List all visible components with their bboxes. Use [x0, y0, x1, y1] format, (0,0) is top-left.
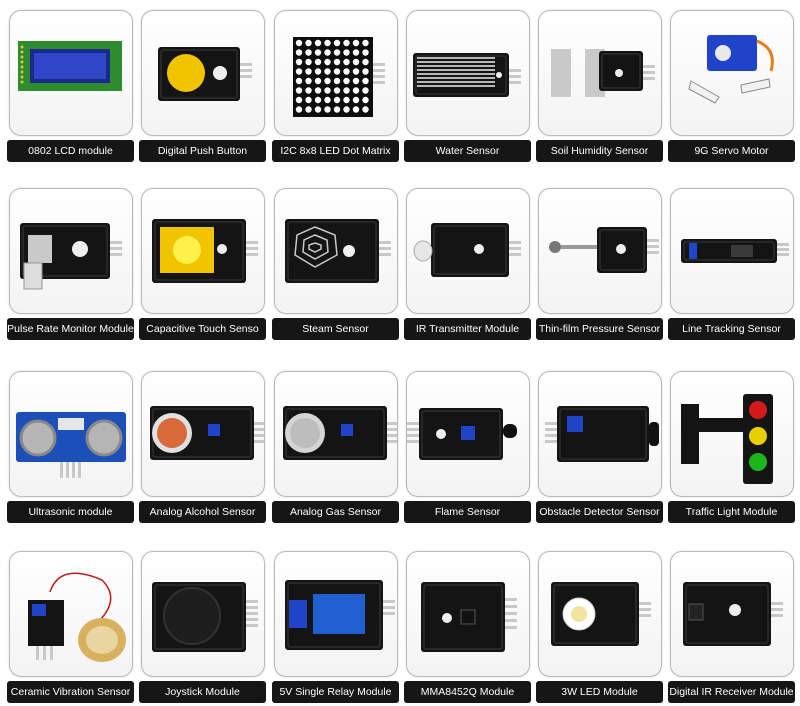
module-card-ultra: Ultrasonic module: [7, 366, 134, 526]
water-image: [406, 10, 530, 136]
traffic-label: Traffic Light Module: [668, 501, 795, 523]
touch-photo-icon: [152, 219, 258, 283]
soil-image: [538, 10, 662, 136]
joystick-image: [141, 551, 265, 677]
lcd-label: 0802 LCD module: [7, 140, 134, 162]
module-card-alcohol: Analog Alcohol Sensor: [139, 366, 266, 526]
servo-image: [670, 10, 794, 136]
module-card-line: Line Tracking Sensor: [668, 183, 795, 343]
led3w-label: 3W LED Module: [536, 681, 663, 703]
relay-image: [274, 551, 398, 677]
soil-label: Soil Humidity Sensor: [536, 140, 663, 162]
obstacle-label: Obstacle Detector Sensor: [536, 501, 663, 523]
pressure-label: Thin-film Pressure Sensor: [536, 318, 663, 340]
obstacle-photo-icon: [545, 406, 659, 462]
mma-label: MMA8452Q Module: [404, 681, 531, 703]
flame-photo-icon: [407, 408, 517, 460]
water-label: Water Sensor: [404, 140, 531, 162]
matrix-label: I2C 8x8 LED Dot Matrix: [272, 140, 399, 162]
module-card-vibration: Ceramic Vibration Sensor: [7, 546, 134, 706]
alcohol-photo-icon: [150, 406, 264, 460]
vibration-label: Ceramic Vibration Sensor: [7, 681, 134, 703]
flame-image: [406, 371, 530, 497]
ultra-image: [9, 371, 133, 497]
line-image: [670, 188, 794, 314]
servo-label: 9G Servo Motor: [668, 140, 795, 162]
alcohol-label: Analog Alcohol Sensor: [139, 501, 266, 523]
irrx-label: Digital IR Receiver Module: [668, 681, 795, 703]
module-card-traffic: Traffic Light Module: [668, 366, 795, 526]
pulse-photo-icon: [20, 223, 122, 290]
flame-label: Flame Sensor: [404, 501, 531, 523]
traffic-image: [670, 371, 794, 497]
relay-label: 5V Single Relay Module: [272, 681, 399, 703]
servo-photo-icon: [688, 35, 774, 104]
ultra-label: Ultrasonic module: [7, 501, 134, 523]
matrix-image: [274, 10, 398, 136]
module-card-flame: Flame Sensor: [404, 366, 531, 526]
module-card-steam: Steam Sensor: [272, 183, 399, 343]
module-card-soil: Soil Humidity Sensor: [536, 5, 663, 165]
button-label: Digital Push Button: [139, 140, 266, 162]
irtx-image: [406, 188, 530, 314]
module-card-pressure: Thin-film Pressure Sensor: [536, 183, 663, 343]
ultra-photo-icon: [16, 412, 126, 478]
module-card-gas: Analog Gas Sensor: [272, 366, 399, 526]
pulse-label: Pulse Rate Monitor Module: [7, 318, 134, 340]
lcd-photo-icon: [18, 41, 122, 91]
traffic-photo-icon: [681, 394, 773, 484]
gas-photo-icon: [283, 406, 397, 460]
vibration-image: [9, 551, 133, 677]
joystick-label: Joystick Module: [139, 681, 266, 703]
module-card-pulse: Pulse Rate Monitor Module: [7, 183, 134, 343]
module-card-matrix: I2C 8x8 LED Dot Matrix: [272, 5, 399, 165]
relay-photo-icon: [285, 580, 395, 650]
button-image: [141, 10, 265, 136]
irtx-photo-icon: [413, 223, 521, 277]
mma-image: [406, 551, 530, 677]
module-card-touch: Capacitive Touch Senso: [139, 183, 266, 343]
button-photo-icon: [158, 47, 252, 101]
joystick-photo-icon: [152, 582, 258, 652]
obstacle-image: [538, 371, 662, 497]
matrix-photo-icon: [293, 37, 385, 117]
steam-label: Steam Sensor: [272, 318, 399, 340]
module-card-irtx: IR Transmitter Module: [404, 183, 531, 343]
module-card-mma: MMA8452Q Module: [404, 546, 531, 706]
module-card-relay: 5V Single Relay Module: [272, 546, 399, 706]
water-photo-icon: [413, 53, 521, 97]
irrx-image: [670, 551, 794, 677]
mma-photo-icon: [421, 582, 517, 652]
module-card-button: Digital Push Button: [139, 5, 266, 165]
line-label: Line Tracking Sensor: [668, 318, 795, 340]
steam-photo-icon: [285, 219, 391, 283]
steam-image: [274, 188, 398, 314]
lcd-image: [9, 10, 133, 136]
module-card-obstacle: Obstacle Detector Sensor: [536, 366, 663, 526]
pulse-image: [9, 188, 133, 314]
pressure-photo-icon: [549, 227, 659, 273]
module-card-servo: 9G Servo Motor: [668, 5, 795, 165]
pressure-image: [538, 188, 662, 314]
gas-image: [274, 371, 398, 497]
line-photo-icon: [681, 239, 789, 263]
alcohol-image: [141, 371, 265, 497]
soil-photo-icon: [551, 49, 655, 97]
module-card-led3w: 3W LED Module: [536, 546, 663, 706]
led3w-image: [538, 551, 662, 677]
module-card-joystick: Joystick Module: [139, 546, 266, 706]
module-card-lcd: 0802 LCD module: [7, 5, 134, 165]
led3w-photo-icon: [551, 582, 651, 646]
vibration-photo-icon: [28, 572, 126, 662]
touch-image: [141, 188, 265, 314]
gas-label: Analog Gas Sensor: [272, 501, 399, 523]
module-card-water: Water Sensor: [404, 5, 531, 165]
irtx-label: IR Transmitter Module: [404, 318, 531, 340]
irrx-photo-icon: [683, 582, 783, 646]
touch-label: Capacitive Touch Senso: [139, 318, 266, 340]
module-card-irrx: Digital IR Receiver Module: [668, 546, 795, 706]
